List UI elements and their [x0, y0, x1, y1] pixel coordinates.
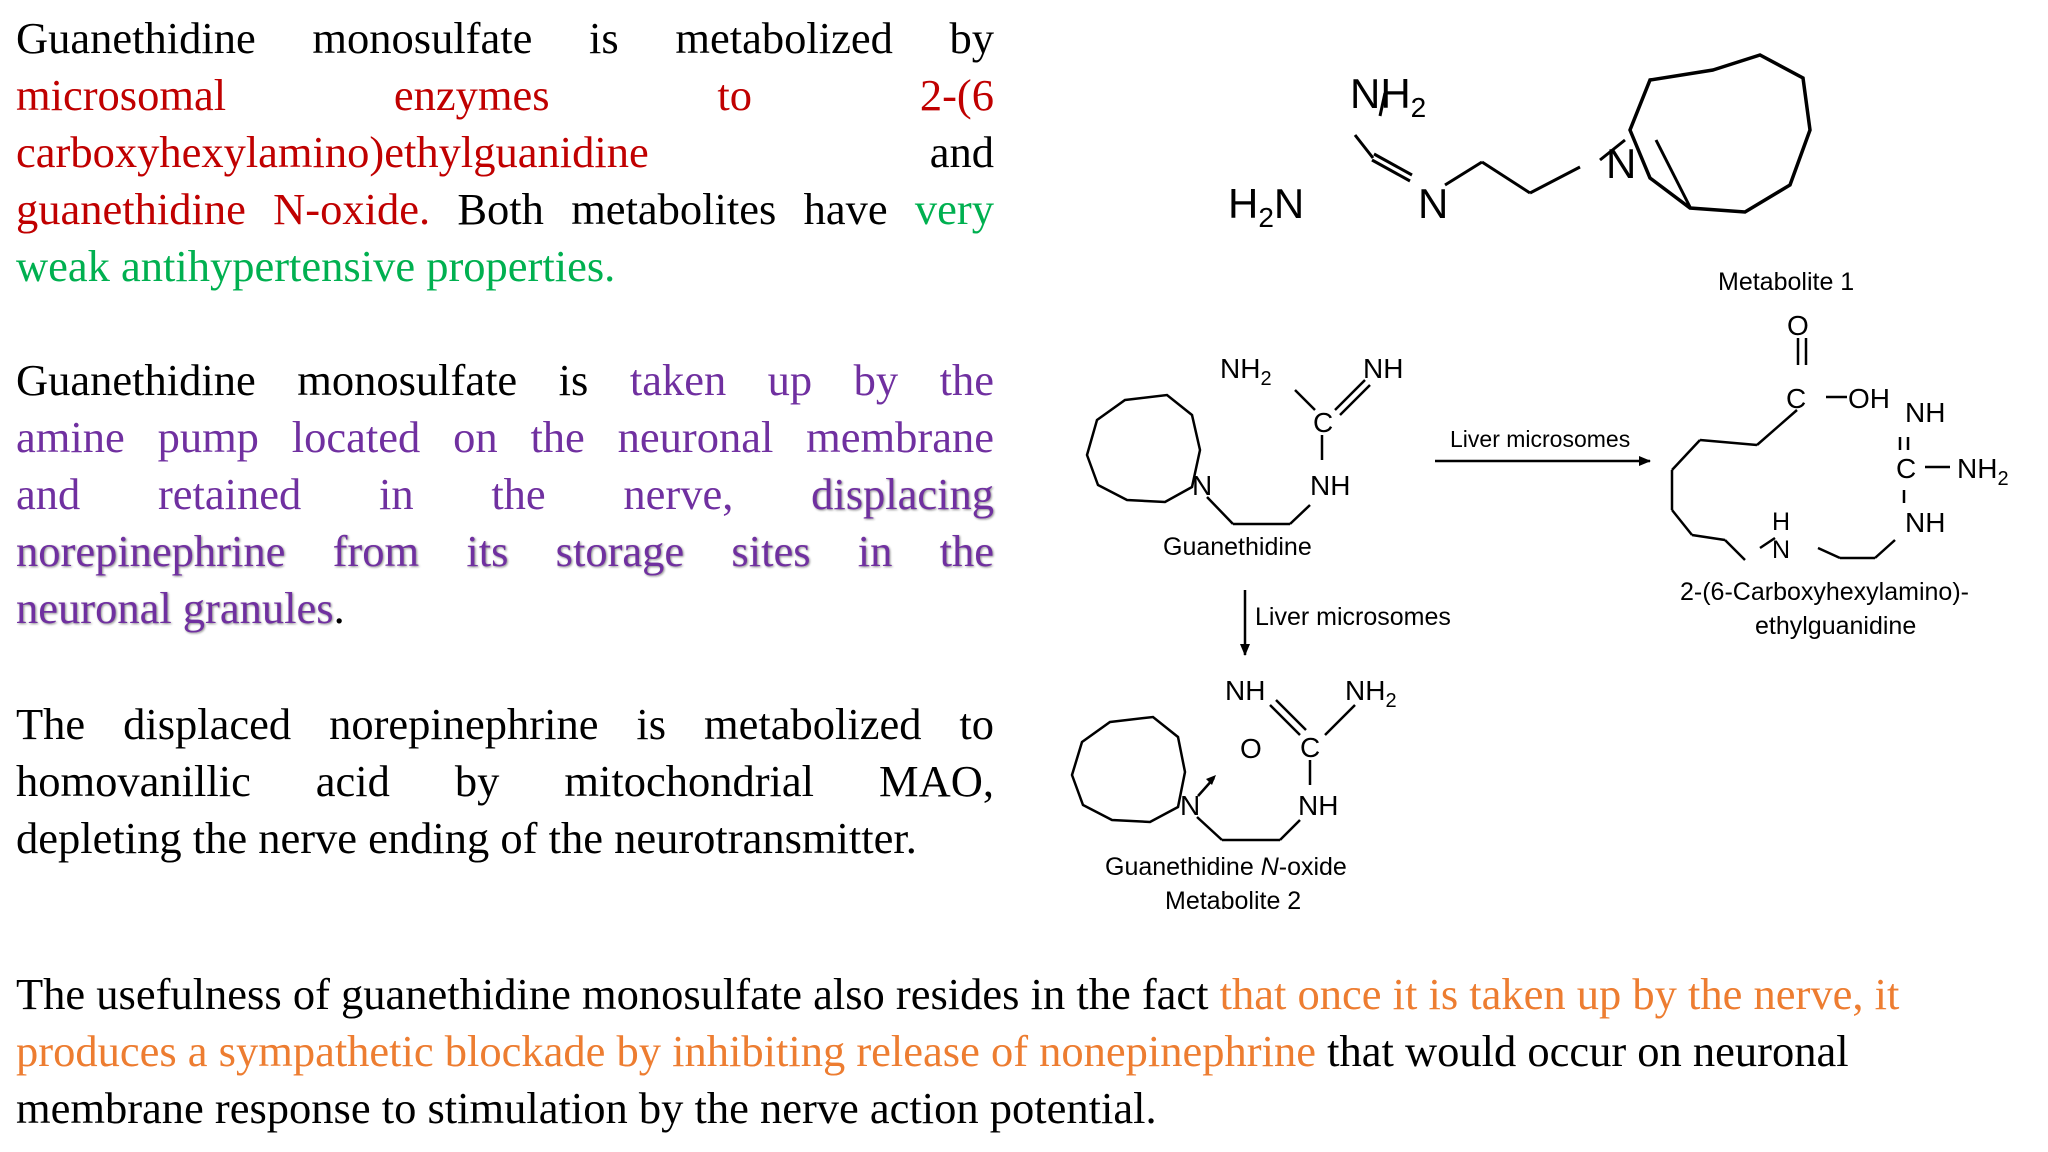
p1-line4-green: very	[914, 184, 994, 234]
c-h: H	[1772, 508, 1790, 536]
p4-line2-orange: produces a sympathetic blockade by inhib…	[16, 1026, 1316, 1076]
p3-line1: The displaced norepinephrine is metaboli…	[16, 699, 994, 749]
carboxy-structure	[1670, 338, 1950, 561]
arrow-down-label: Liver microsomes	[1255, 603, 1451, 631]
carboxy-label-line2: ethylguanidine	[1755, 612, 1916, 640]
noxide-structure	[1070, 699, 1356, 842]
carboxy-label-line1: 2-(6-Carboxyhexylamino)-	[1680, 578, 1969, 606]
metabolite2-label: Metabolite 2	[1165, 887, 1301, 915]
c-nh2: NH2	[1957, 453, 2009, 490]
metabolite1-label: Metabolite 1	[1718, 268, 1854, 296]
p2-line1: Guanethidine monosulfate is taken up by …	[16, 352, 994, 409]
noxide-label: Guanethidine N-oxide	[1105, 853, 1347, 881]
m1-n-ring: N	[1606, 140, 1636, 187]
paragraph-usefulness: The usefulness of guanethidine monosulfa…	[16, 966, 2036, 1137]
p2-line3-a: and retained in the nerve,	[16, 469, 734, 519]
g-nh2: NH2	[1220, 353, 1272, 390]
n-o: O	[1240, 733, 1262, 764]
p1-line4-black: Both metabolites have	[430, 184, 915, 234]
guanethidine-ring	[1085, 393, 1202, 504]
p4-line2-black: that would occur on neuronal	[1315, 1026, 1849, 1076]
g-nh-top: NH	[1363, 353, 1403, 384]
noxide-label-italic: N	[1261, 853, 1280, 881]
p2-line4: norepinephrine from its storage sites in…	[16, 526, 994, 576]
c-nh-bottom: NH	[1905, 507, 1945, 538]
metabolite1-structure	[1353, 53, 1812, 214]
p1-line3-black: and	[929, 127, 994, 177]
m1-h2n: H2N	[1228, 180, 1304, 233]
guanethidine-label: Guanethidine	[1163, 533, 1312, 561]
p2-line3-b: displacing	[811, 469, 994, 519]
c-nh-top: NH	[1905, 397, 1945, 428]
p1-line3: carboxyhexylamino)ethylguanidine and	[16, 124, 994, 181]
n-c: C	[1300, 732, 1320, 763]
p3-line2: homovanillic acid by mitochondrial MAO,	[16, 756, 994, 806]
g-c: C	[1313, 407, 1333, 438]
paragraph-norepinephrine: The displaced norepinephrine is metaboli…	[16, 696, 994, 867]
m1-nh2-top: NH2	[1350, 70, 1426, 123]
metabolite1-ring	[1628, 53, 1812, 214]
m1-n-imine: N	[1418, 180, 1448, 227]
p4-line1-black: The usefulness of guanethidine monosulfa…	[16, 969, 1220, 1019]
c-n: N	[1772, 536, 1790, 564]
p2-line5-purple: neuronal granules	[16, 583, 334, 633]
arrow-right-label: Liver microsomes	[1450, 426, 1630, 452]
guanethidine-structure	[1085, 379, 1371, 526]
p2-line1-purple: taken up by the	[629, 355, 994, 405]
n-n-ring: N	[1180, 790, 1200, 821]
n-nh: NH	[1225, 675, 1265, 706]
n-nh-bottom: NH	[1298, 790, 1338, 821]
p4-line1-orange: that once it is taken up by the nerve, i…	[1219, 969, 1900, 1019]
paragraph-metabolism: Guanethidine monosulfate is metabolized …	[16, 10, 994, 295]
p4-line2: produces a sympathetic blockade by inhib…	[16, 1023, 2036, 1080]
noxide-arrow-head	[1206, 775, 1216, 785]
p2-line1-black: Guanethidine monosulfate is	[16, 355, 630, 405]
p2-line5: neuronal granules.	[16, 580, 994, 637]
noxide-label-rest: -oxide	[1279, 853, 1347, 881]
p2-line3: and retained in the nerve, displacing	[16, 466, 994, 523]
p2-line5-black: .	[333, 583, 345, 633]
c-o: O	[1787, 310, 1809, 341]
p4-line1: The usefulness of guanethidine monosulfa…	[16, 966, 2036, 1023]
p1-line4-red: guanethidine N-oxide.	[16, 184, 431, 234]
p3-line3: depleting the nerve ending of the neurot…	[16, 813, 917, 863]
p1-line4: guanethidine N-oxide. Both metabolites h…	[16, 181, 994, 238]
c-c-oh: C	[1786, 383, 1806, 414]
p4-line3: membrane response to stimulation by the …	[16, 1083, 1157, 1133]
p1-line2: microsomal enzymes to 2-(6	[16, 70, 994, 120]
noxide-label-main: Guanethidine	[1105, 853, 1261, 881]
g-n-ring: N	[1192, 470, 1212, 501]
g-nh-bottom: NH	[1310, 470, 1350, 501]
p2-line2: amine pump located on the neuronal membr…	[16, 412, 994, 462]
paragraph-amine-pump: Guanethidine monosulfate is taken up by …	[16, 352, 994, 637]
noxide-ring	[1070, 715, 1187, 824]
p1-line3-red: carboxyhexylamino)ethylguanidine	[16, 127, 649, 177]
c-c-guan: C	[1896, 453, 1916, 484]
p1-line5: weak antihypertensive properties.	[16, 241, 616, 291]
c-oh: OH	[1848, 383, 1890, 414]
p1-line1: Guanethidine monosulfate is metabolized …	[16, 13, 994, 63]
